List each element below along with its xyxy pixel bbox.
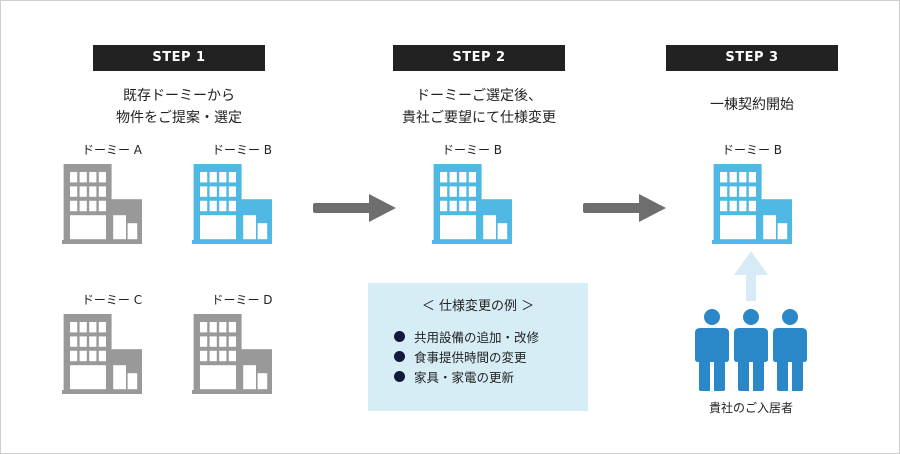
spec-item: 家具・家電の更新 <box>394 366 588 386</box>
building-b-icon <box>192 164 272 244</box>
step-3-line-1: 一棟契約開始 <box>710 97 794 113</box>
step-2-line-2: 貴社ご要望にて仕様変更 <box>402 110 556 126</box>
step-2-building-label: ドーミー B <box>441 143 503 157</box>
spec-title: ＜ 仕様変更の例 ＞ <box>421 299 535 314</box>
arrow-right-icon <box>313 194 396 222</box>
arrow-up-icon <box>734 251 768 301</box>
step-1-description: 既存ドーミーから 物件をご提案・選定 <box>63 85 295 129</box>
person-icon <box>734 309 768 391</box>
bullet-icon <box>394 350 405 362</box>
step-3-description: 一棟契約開始 <box>666 94 838 116</box>
step-2-building-icon <box>432 164 512 244</box>
spec-item-text: 共用設備の追加・改修 <box>414 329 540 345</box>
building-c-icon <box>62 314 142 394</box>
spec-change-box: ＜ 仕様変更の例 ＞ 共用設備の追加・改修 食事提供時間の変更 家具・家電の更新 <box>368 283 588 411</box>
spec-list: 共用設備の追加・改修 食事提供時間の変更 家具・家電の更新 <box>394 326 588 386</box>
step-3-building-label: ドーミー B <box>721 143 783 157</box>
spec-item-text: 食事提供時間の変更 <box>414 349 527 365</box>
step-1-label: STEP 1 <box>152 50 206 65</box>
bullet-icon <box>394 370 405 382</box>
step-3-bar: STEP 3 <box>666 45 838 71</box>
spec-item: 共用設備の追加・改修 <box>394 326 588 346</box>
step-2-label: STEP 2 <box>452 50 506 65</box>
bullet-icon <box>394 330 405 342</box>
person-icon <box>695 309 729 391</box>
building-label-b: ドーミー B <box>211 143 273 157</box>
building-label-c: ドーミー C <box>81 293 143 307</box>
step-2-line-1: ドーミーご選定後、 <box>416 88 542 104</box>
building-a-icon <box>62 164 142 244</box>
person-icon <box>773 309 807 391</box>
step-1-line-1: 既存ドーミーから <box>123 88 235 104</box>
building-d-icon <box>192 314 272 394</box>
step-2-description: ドーミーご選定後、 貴社ご要望にて仕様変更 <box>353 85 605 129</box>
spec-item: 食事提供時間の変更 <box>394 346 588 366</box>
step-3-label: STEP 3 <box>725 50 779 65</box>
step-1-bar: STEP 1 <box>93 45 265 71</box>
spec-item-text: 家具・家電の更新 <box>414 369 515 385</box>
step-3-building-icon <box>712 164 792 244</box>
residents-label: 貴社のご入居者 <box>708 401 793 415</box>
building-label-a: ドーミー A <box>81 143 143 157</box>
step-2-bar: STEP 2 <box>393 45 565 71</box>
building-label-d: ドーミー D <box>211 293 273 307</box>
step-1-line-2: 物件をご提案・選定 <box>116 110 242 126</box>
arrow-right-icon <box>583 194 666 222</box>
